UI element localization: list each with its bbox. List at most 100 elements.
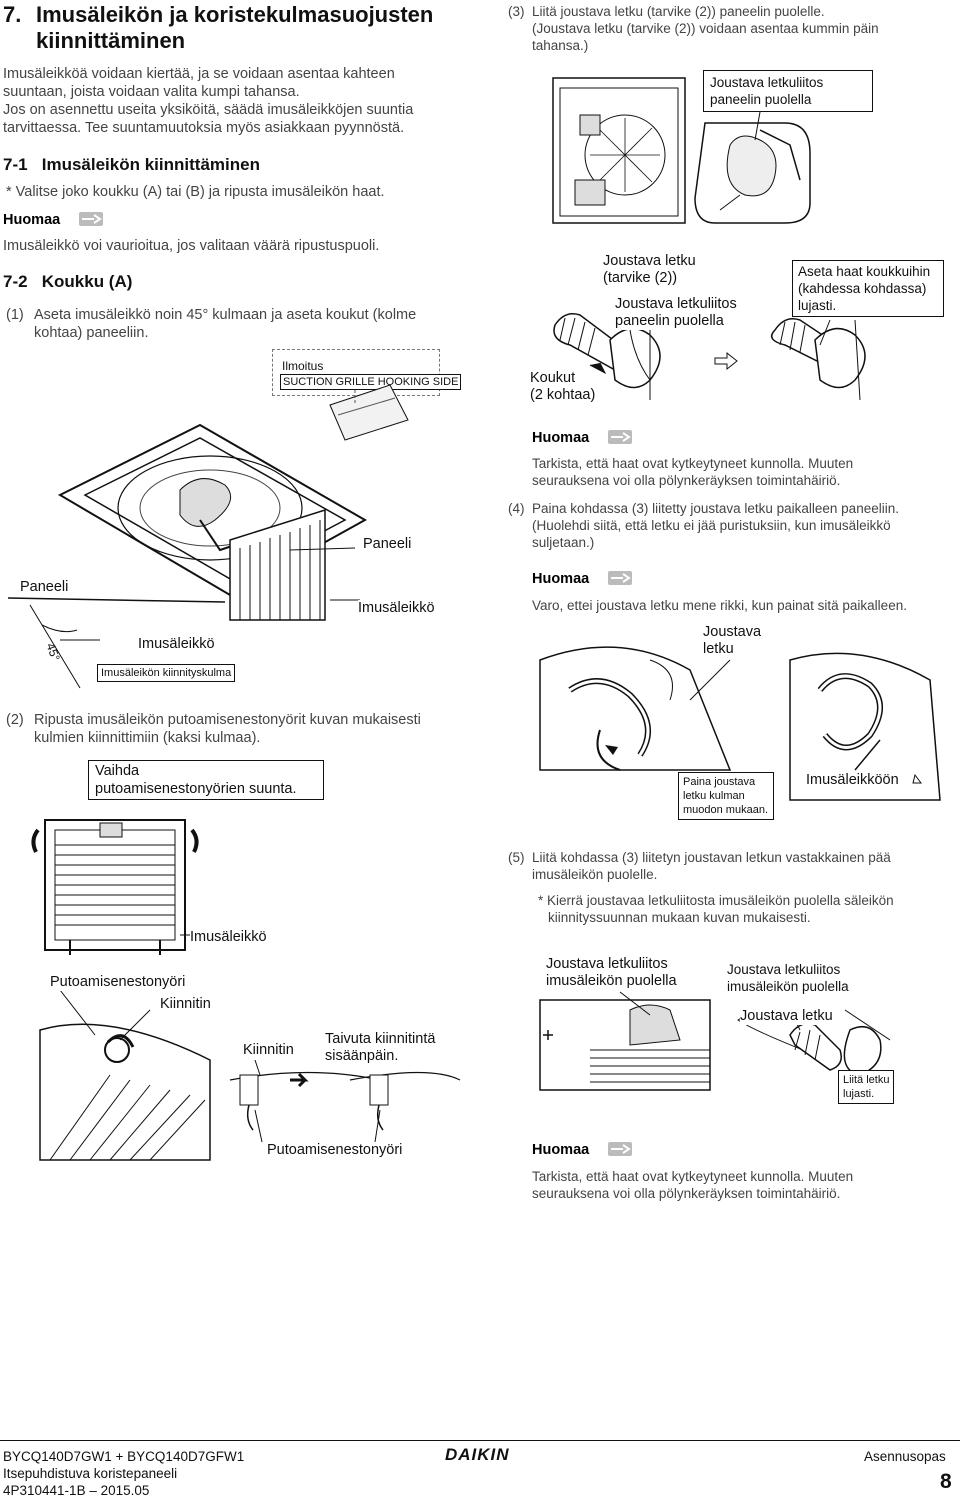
callout-line: Aseta haat koukkuihin [798,264,931,279]
section-number: 7. [3,2,22,27]
fall-cord-label-a: Putoamisenestonyöri [50,974,186,991]
into-grille-label: Imusäleikköön [806,772,899,789]
note-heading: Huomaa [532,430,590,446]
label-line: imusäleikön puolella [546,973,677,989]
step-number: (2) [6,712,24,728]
step-text: Ripusta imusäleikön putoamisenestonyörit… [34,711,421,747]
connect-firmly-callout: Liitä letku lujasti. [838,1070,895,1104]
intro-line: suuntaan, joista voidaan valita kumpi ta… [3,84,300,100]
callout-line: lujasti. [798,298,837,313]
label-line: (2 kohtaa) [530,387,596,403]
note-line: seurauksena voi olla pölynkeräyksen toim… [532,1186,841,1201]
subsection-title: Imusäleikön kiinnittäminen [41,155,260,174]
label-line: Joustava [703,624,762,640]
note-line: Tarkista, että haat ovat kytkeytyneet ku… [532,1169,854,1184]
grille-label-a: Imusäleikkö [138,636,215,653]
notice-title: Ilmoitus [282,359,324,373]
step-text: Aseta imusäleikkö noin 45° kulmaan ja as… [34,306,416,342]
note-line: * Kierrä joustavaa letkuliitosta imusäle… [538,893,894,908]
intro-line: Jos on asennettu useita yksiköitä, säädä… [3,102,414,118]
label-line: Joustava letkuliitos [615,296,737,312]
step-line: Paina kohdassa (3) liitetty joustava let… [532,501,899,516]
step-number: (5) [508,850,525,865]
subsection-number: 7-2 [3,272,28,291]
note-heading: Huomaa [3,212,61,228]
callout-line: letku kulman [683,790,745,802]
note-line: Tarkista, että haat ovat kytkeytyneet ku… [532,456,854,471]
angle-label: 45° [43,641,63,663]
step-number: (3) [508,4,525,19]
hook-check-note: Tarkista, että haat ovat kytkeytyneet ku… [532,455,853,489]
step-2: (2) Ripusta imusäleikön putoamisenestony… [6,711,466,746]
subsection-7-2-heading: 7-2 Koukku (A) [3,272,132,292]
hose-joint-panel-callout-a: Joustava letkuliitos paneelin puolella [703,70,873,112]
hose-accessory-label: Joustava letku (tarvike (2)) [603,253,696,287]
step-line: tahansa.) [532,38,589,53]
set-hooks-callout: Aseta haat koukkuihin (kahdessa kohdassa… [792,260,944,317]
intro-line: Imusäleikköä voidaan kiertää, ja se void… [3,66,395,82]
hose-joint-panel-label-b: Joustava letkuliitos paneelin puolella [615,296,737,330]
corner-label-box: Imusäleikön kiinnityskulma [97,664,236,682]
hose-break-warning: Varo, ettei joustava letku mene rikki, k… [532,598,907,613]
label-line: Joustava letkuliitos [727,962,841,977]
step-1: (1) Aseta imusäleikkö noin 45° kulmaan j… [6,306,446,341]
hook-check-note-2: Tarkista, että haat ovat kytkeytyneet ku… [532,1168,853,1202]
footer-product: Itsepuhdistuva koristepaneeli [3,1466,178,1481]
step-number: (4) [508,501,525,516]
step-line: suljetaan.) [532,535,595,550]
step-text: Liitä joustava letku (tarvike (2)) panee… [532,3,879,54]
fall-cord-label-b: Putoamisenestonyöri [267,1142,403,1159]
wrong-side-warning: Imusäleikkö voi vaurioitua, jos valitaan… [3,238,380,254]
hose-joint-grille-label-b: Joustava letkuliitos imusäleikön puolell… [727,961,849,995]
footer-doc-number: 4P310441-1B – 2015.05 [3,1483,150,1498]
intro-line: tarvittaessa. Tee suuntamuutoksia myös a… [3,120,405,136]
panel-label-b: Paneeli [363,536,412,553]
hooks-label: Koukut (2 kohtaa) [530,370,596,404]
footer-rule [0,1440,960,1441]
note-line: kiinnityssuunnan mukaan kuvan mukaisesti… [548,910,811,925]
instruction-line: Taivuta kiinnitintä [325,1031,436,1047]
callout-line: Paina joustava [683,776,756,788]
callout-line: lujasti. [843,1088,875,1100]
subsection-number: 7-1 [3,155,28,174]
change-direction-callout: Vaihda putoamisenestonyörien suunta. [88,760,324,800]
subsection-title: Koukku (A) [41,272,133,291]
label-line: (tarvike (2)) [603,270,678,286]
step-line: kulmien kiinnittimiin (kaksi kulmaa). [34,730,261,746]
step-text: Paina kohdassa (3) liitetty joustava let… [532,500,899,551]
flexible-hose-label: Joustava letku [740,1008,833,1025]
step-line: (Joustava letku (tarvike (2)) voidaan as… [532,21,879,36]
hose-joint-grille-label-a: Joustava letkuliitos imusäleikön puolell… [546,956,677,990]
grille-label: Imusäleikkö [190,929,267,946]
hose-label: Joustava letku [703,624,762,658]
note-line: seurauksena voi olla pölynkeräyksen toim… [532,473,841,488]
step-line: imusäleikön puolelle. [532,867,658,882]
subsection-7-1-heading: 7-1 Imusäleikön kiinnittäminen [3,155,260,175]
section-title: Imusäleikön ja koristekulmasuojusten kii… [36,2,434,53]
callout-line: muodon mukaan. [683,804,768,816]
press-hose-callout: Paina joustava letku kulman muodon mukaa… [678,772,774,820]
footer-model: BYCQ140D7GW1 + BYCQ140D7GFW1 [3,1449,245,1464]
step-5-note: * Kierrä joustavaa letkuliitosta imusäle… [538,892,958,926]
callout-line: (kahdessa kohdassa) [798,281,927,296]
clip-label-a: Kiinnitin [160,996,211,1013]
callout-line: paneelin puolella [710,92,812,107]
callout-line: Liitä letku [843,1074,890,1086]
clip-label-b: Kiinnitin [243,1042,294,1059]
step-5: (5) Liitä kohdassa (3) liitetyn joustava… [508,849,958,882]
label-line: imusäleikön puolella [727,979,849,994]
step-line: Liitä kohdassa (3) liitetyn joustavan le… [532,850,891,865]
label-line: letku [703,641,734,657]
step-line: Aseta imusäleikkö noin 45° kulmaan ja as… [34,307,417,323]
step-line: kohtaa) paneeliin. [34,325,149,341]
instruction-line: sisäänpäin. [325,1048,399,1064]
grille-label-b: Imusäleikkö [358,600,435,617]
step-line: Liitä joustava letku (tarvike (2)) panee… [532,4,825,19]
step-4: (4) Paina kohdassa (3) liitetty joustava… [508,500,958,550]
note-heading: Huomaa [532,1142,590,1158]
